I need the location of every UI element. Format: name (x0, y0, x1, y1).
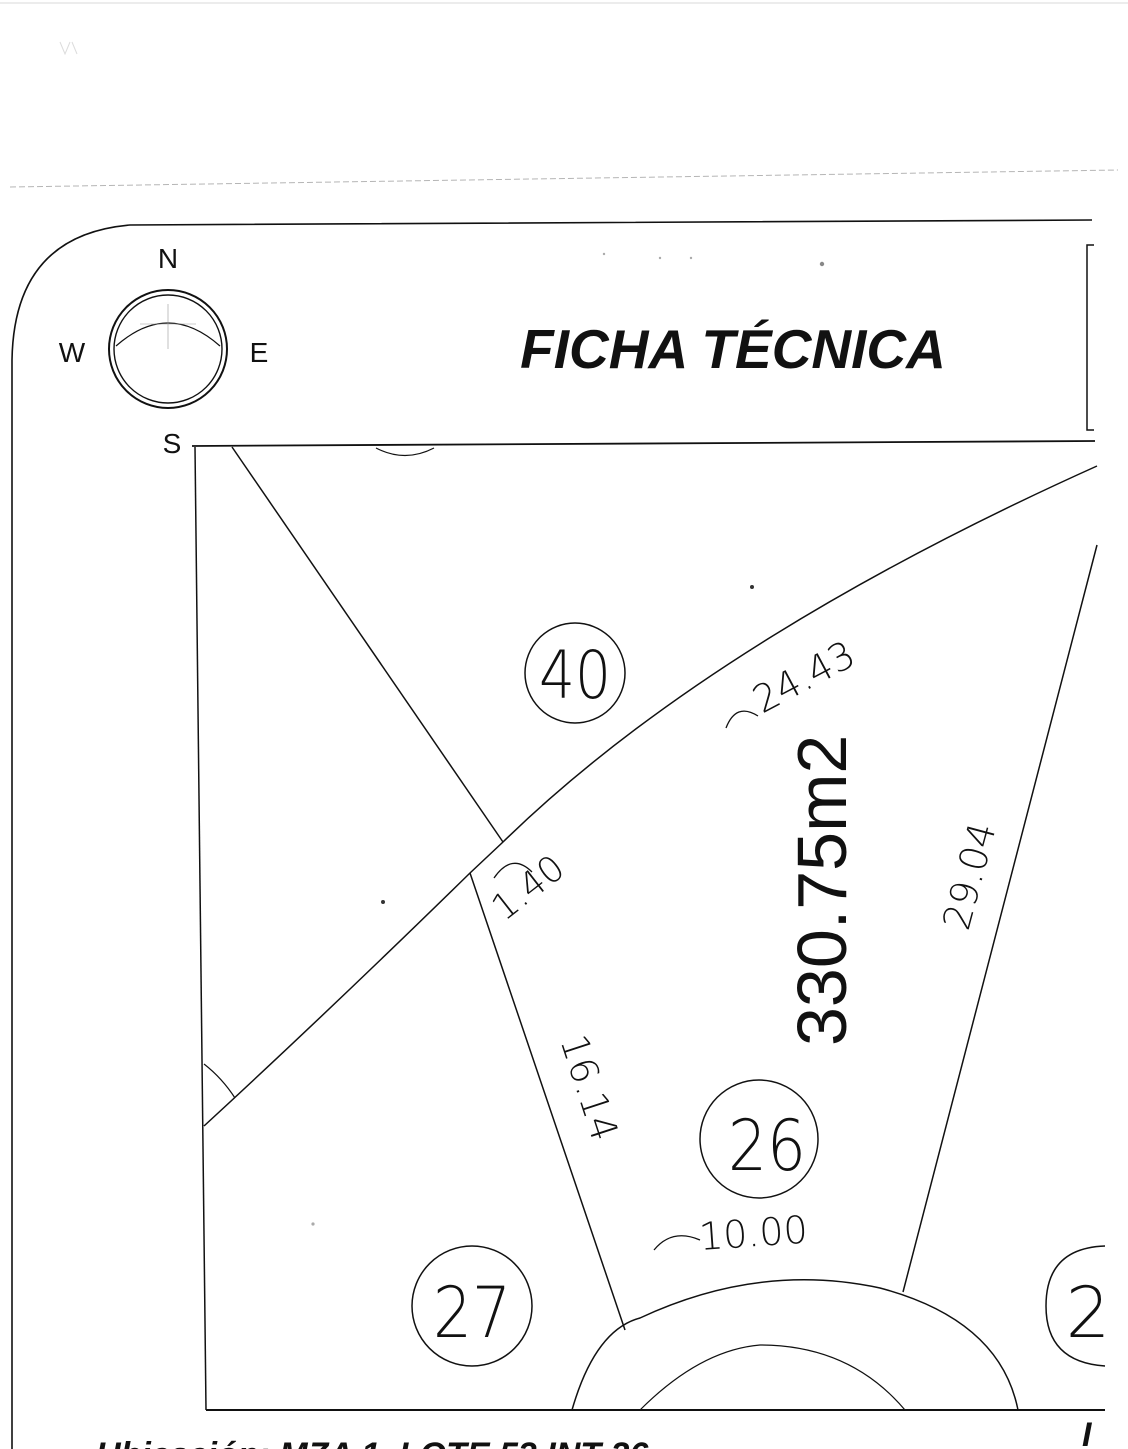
compass-inner-ring (113, 294, 223, 404)
dimension-arc-corner-value: 1.40 (484, 847, 572, 929)
lot-circle-26: 26 (699, 1079, 819, 1199)
compass-rose: N S W E (59, 243, 269, 459)
lot-number-27: 27 (433, 1272, 511, 1354)
lot-circle-40: 40 (524, 622, 626, 724)
dimension-arc-north-value: 24.43 (746, 632, 863, 722)
lot-number-partial: 2 (1066, 1272, 1111, 1354)
cul-de-sac-inner (639, 1344, 906, 1411)
dimension-side-east: 29.04 (934, 818, 1005, 934)
footer-right-mark: I (1082, 1416, 1093, 1449)
boundary-lot40-west (231, 446, 504, 843)
scan-marks (0, 2, 1128, 188)
cul-de-sac-outer (571, 1279, 1019, 1411)
lot-map (194, 446, 1105, 1411)
location-label: Ubicación: MZA 1, LOTE 53 INT 26 (96, 1436, 649, 1449)
lot-number-26: 26 (728, 1105, 806, 1187)
dimension-side-west: 16.14 (551, 1029, 626, 1146)
dimension-arc-south: 10.00 (653, 1207, 810, 1259)
lot-circle-partial: 2 (1045, 1245, 1111, 1367)
compass-south-label: S (163, 428, 182, 459)
dimension-arc-south-value: 10.00 (698, 1207, 810, 1258)
dimension-arc-corner: 1.40 (484, 847, 572, 929)
scan-specks (311, 252, 825, 1226)
title-block-borders (191, 244, 1096, 447)
boundary-lot26-west (469, 872, 626, 1331)
sheet-frame (11, 219, 1093, 1449)
map-left-border (194, 446, 207, 1411)
lot-number-40: 40 (539, 637, 611, 714)
boundary-road-curve (203, 465, 1098, 1127)
page-title: FICHA TÉCNICA (520, 318, 946, 380)
compass-north-label: N (158, 243, 178, 274)
lot-circle-27: 27 (411, 1245, 533, 1367)
lot-area: 330.75m2 (783, 735, 861, 1046)
compass-outer-ring (108, 289, 228, 409)
boundary-lot26-east (902, 544, 1098, 1293)
dimension-arc-north: 24.43 (725, 632, 863, 729)
compass-west-label: W (59, 337, 86, 368)
compass-east-label: E (250, 337, 269, 368)
